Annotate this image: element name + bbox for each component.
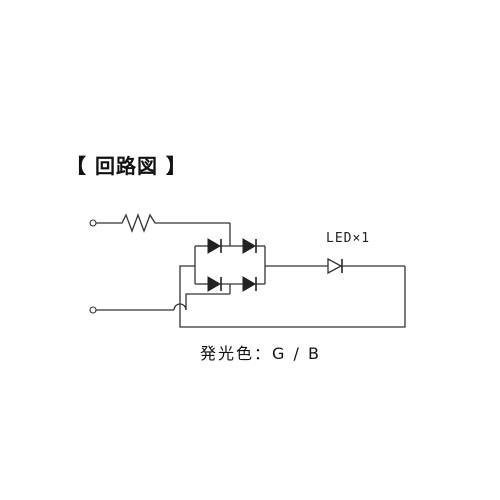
terminal-bottom [89,306,97,314]
diode-bottom-left [207,276,222,292]
led [327,257,343,275]
emission-color-label: 発光色：G / B [200,344,321,363]
diode-top-right [242,238,257,254]
wire-bridge-left [179,265,195,304]
wire-return-loop [179,266,406,328]
terminal-top [89,219,97,227]
wire-bottom-input-to-bridge [185,293,230,310]
bridge-rectifier [194,238,266,294]
diagram-heading: 【 回路図 】 [66,154,187,178]
resistor [96,213,230,233]
led-label: LED×1 [326,231,371,246]
diode-top-left [207,238,222,254]
diode-bottom-right [242,276,257,292]
